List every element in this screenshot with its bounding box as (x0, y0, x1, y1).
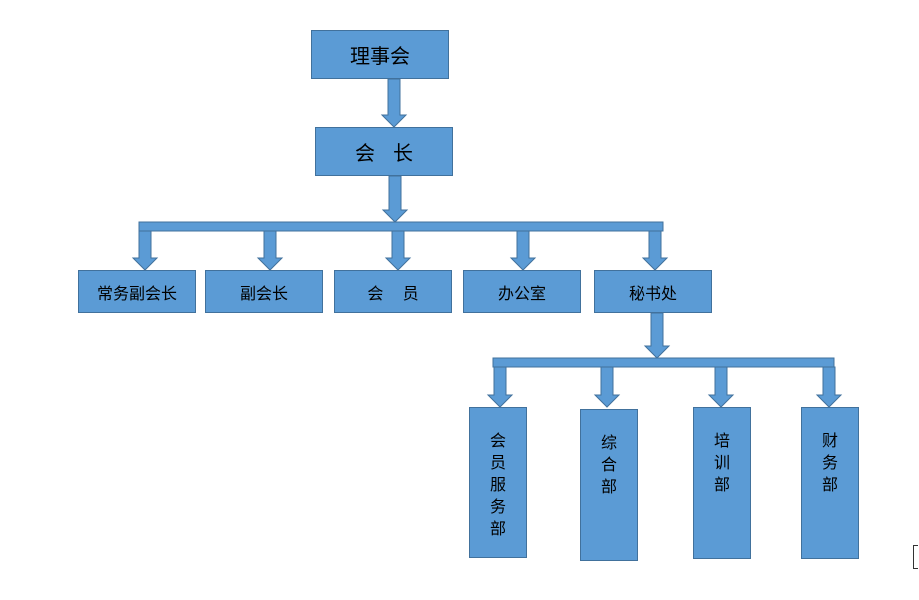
arrow-president-to-branch (381, 175, 409, 223)
arrow-board-to-president (380, 78, 408, 128)
arrow-to-level3-2 (593, 366, 621, 408)
arrow-secretariat-to-branch (643, 312, 671, 359)
node-board-label: 理事会 (350, 44, 410, 68)
arrow-to-level3-1 (486, 366, 514, 408)
node-member-services: 会员服务部 (469, 407, 527, 558)
arrow-to-level3-3 (707, 366, 735, 408)
node-secretariat-label: 秘书处 (628, 283, 677, 303)
arrow-to-level2-1 (131, 230, 159, 271)
arrow-to-level3-4 (815, 366, 843, 408)
node-training-label: 培训部 (713, 431, 730, 494)
node-executive-vice-president-label: 常务副会长 (96, 283, 177, 303)
node-members-label: 会员 (367, 283, 438, 303)
node-office-label: 办公室 (497, 283, 546, 303)
node-office: 办公室 (463, 270, 581, 313)
node-vice-president-label: 副会长 (239, 283, 288, 303)
arrow-to-level2-4 (509, 230, 537, 271)
arrow-to-level2-2 (256, 230, 284, 271)
connector-bar-level2 (138, 221, 664, 232)
node-president: 会长 (315, 127, 453, 176)
page-edge-marker (913, 545, 918, 569)
arrow-to-level2-5 (641, 230, 669, 271)
node-finance: 财务部 (801, 407, 859, 559)
node-secretariat: 秘书处 (594, 270, 712, 313)
node-executive-vice-president: 常务副会长 (78, 270, 196, 313)
node-finance-label: 财务部 (821, 431, 838, 494)
arrow-to-level2-3 (384, 230, 412, 271)
node-vice-president: 副会长 (205, 270, 323, 313)
node-training: 培训部 (693, 407, 751, 559)
node-members: 会员 (334, 270, 452, 313)
node-board: 理事会 (311, 30, 449, 79)
connector-bar-level3 (492, 357, 835, 368)
node-president-label: 会长 (355, 141, 431, 165)
node-general-affairs-label: 综合部 (600, 433, 617, 496)
node-general-affairs: 综合部 (580, 409, 638, 561)
node-member-services-label: 会员服务部 (489, 431, 506, 538)
